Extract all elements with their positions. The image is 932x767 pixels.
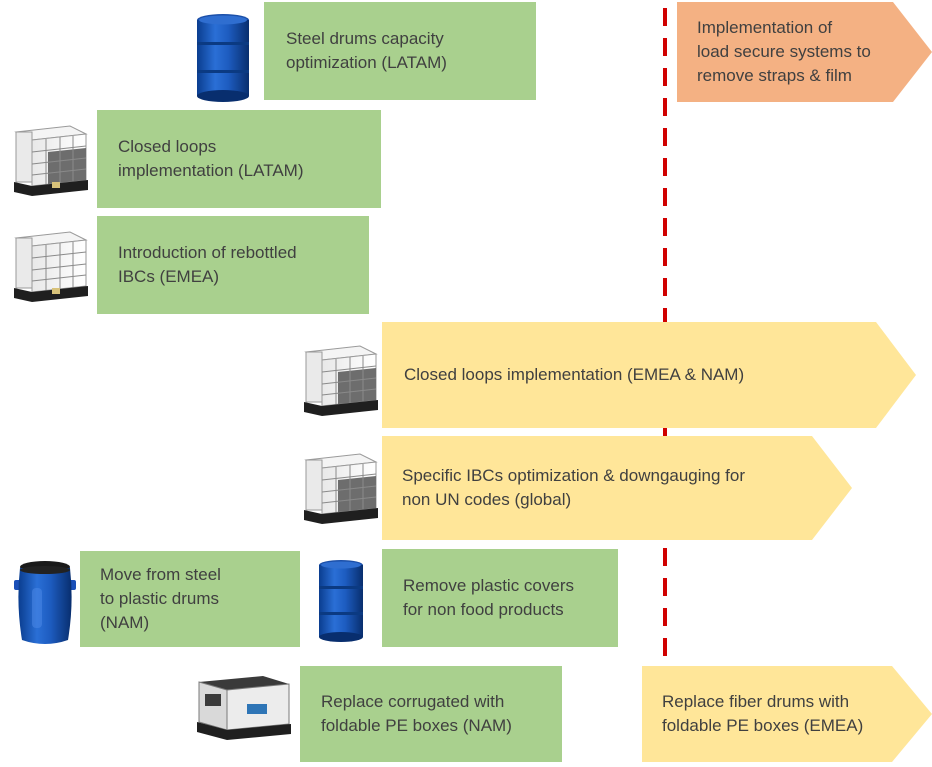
steel-drums-box: Steel drums capacity optimization (LATAM…	[264, 2, 536, 100]
remove-covers-label: Remove plastic covers for non food produ…	[403, 576, 575, 619]
load-secure-arrow	[677, 2, 932, 102]
steel-to-plastic-box: Move from steel to plastic drums (NAM)	[80, 551, 300, 647]
fiber-to-pe-label: Replace fiber drums with foldable PE box…	[662, 692, 864, 735]
fiber-to-pe-arrow	[642, 666, 932, 762]
rebottled-ibcs-box: Introduction of rebottled IBCs (EMEA)	[97, 216, 369, 314]
steel-drum-icon	[316, 558, 366, 644]
corrugated-to-pe-label: Replace corrugated with foldable PE boxe…	[321, 692, 512, 735]
fiber-to-pe-box: Replace fiber drums with foldable PE box…	[642, 666, 902, 762]
closed-loops-latam-label: Closed loops implementation (LATAM)	[118, 137, 304, 180]
load-secure-box: Implementation of load secure systems to…	[677, 2, 907, 102]
ibc-tote-icon	[8, 118, 90, 198]
ibc-optimization-label: Specific IBCs optimization & downgauging…	[402, 466, 746, 509]
steel-drum-icon	[194, 12, 252, 104]
rebottled-ibcs-label: Introduction of rebottled IBCs (EMEA)	[118, 243, 297, 286]
closed-loops-emea-arrow	[382, 322, 916, 428]
ibc-tote-icon	[298, 338, 380, 418]
corrugated-to-pe-box: Replace corrugated with foldable PE boxe…	[300, 666, 562, 762]
ibc-tote-icon	[8, 224, 90, 304]
steel-drums-label: Steel drums capacity optimization (LATAM…	[286, 29, 447, 72]
ibc-tote-icon	[298, 446, 380, 526]
load-secure-label: Implementation of load secure systems to…	[697, 18, 871, 85]
closed-loops-emea-box: Closed loops implementation (EMEA & NAM)	[382, 322, 876, 428]
remove-covers-box: Remove plastic covers for non food produ…	[382, 549, 618, 647]
closed-loops-latam-box: Closed loops implementation (LATAM)	[97, 110, 381, 208]
closed-loops-emea-label: Closed loops implementation (EMEA & NAM)	[404, 365, 745, 384]
ibc-optimization-arrow	[382, 436, 852, 540]
foldable-box-icon	[193, 674, 293, 740]
ibc-optimization-box: Specific IBCs optimization & downgauging…	[382, 436, 812, 540]
steel-to-plastic-label: Move from steel to plastic drums (NAM)	[100, 565, 221, 632]
plastic-drum-icon	[14, 558, 76, 650]
